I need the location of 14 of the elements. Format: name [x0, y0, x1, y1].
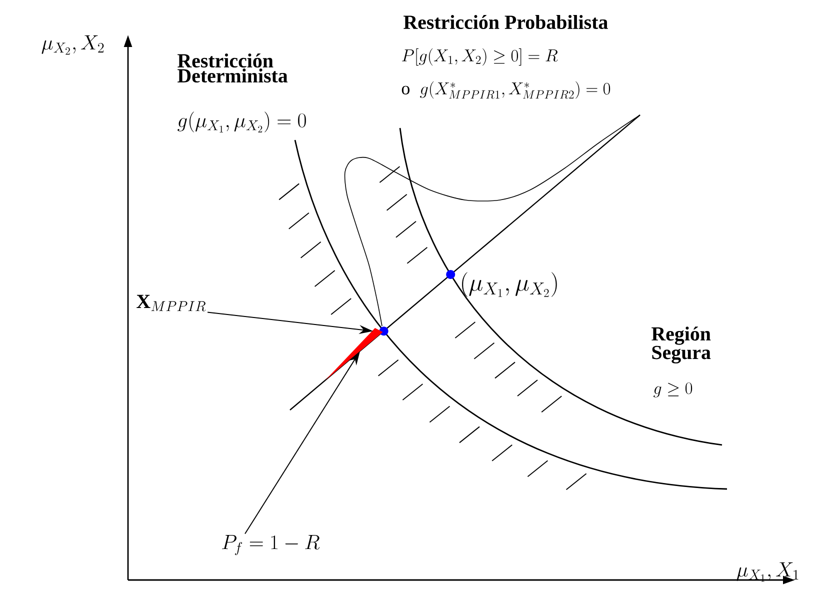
point-label: $(\mu_{X_1}, \mu_{X_2})$: [462, 272, 557, 297]
formula-label: $\mathrm{o}\;\; g(X^*_{MPPIR1}, X^*_{MPPIR2}) = 0$: [402, 81, 610, 99]
point-marker: [446, 270, 456, 279]
region-label: Restricción Probabilista: [404, 14, 608, 29]
region-label: Región Segura: [652, 326, 711, 364]
formula-label: $\mu_{X_2}, X_2$: [42, 35, 104, 55]
formula-label: $g \ge 0$: [654, 382, 692, 398]
formula-label: $\mu_{X_1}, X_1$: [736, 562, 798, 582]
point-label: $\mathbf{X}_{MPPIR}$: [136, 294, 206, 312]
point-label: $P_f = 1 - R$: [222, 535, 320, 556]
region-label: Restricción Determinista: [178, 53, 288, 83]
formula-label: $P[g(X_1, X_2) \ge 0] = R$: [402, 48, 558, 66]
formula-label: $g(\mu_{X_1}, \mu_{X_2}) = 0$: [178, 112, 306, 132]
failure-region: [325, 328, 383, 380]
